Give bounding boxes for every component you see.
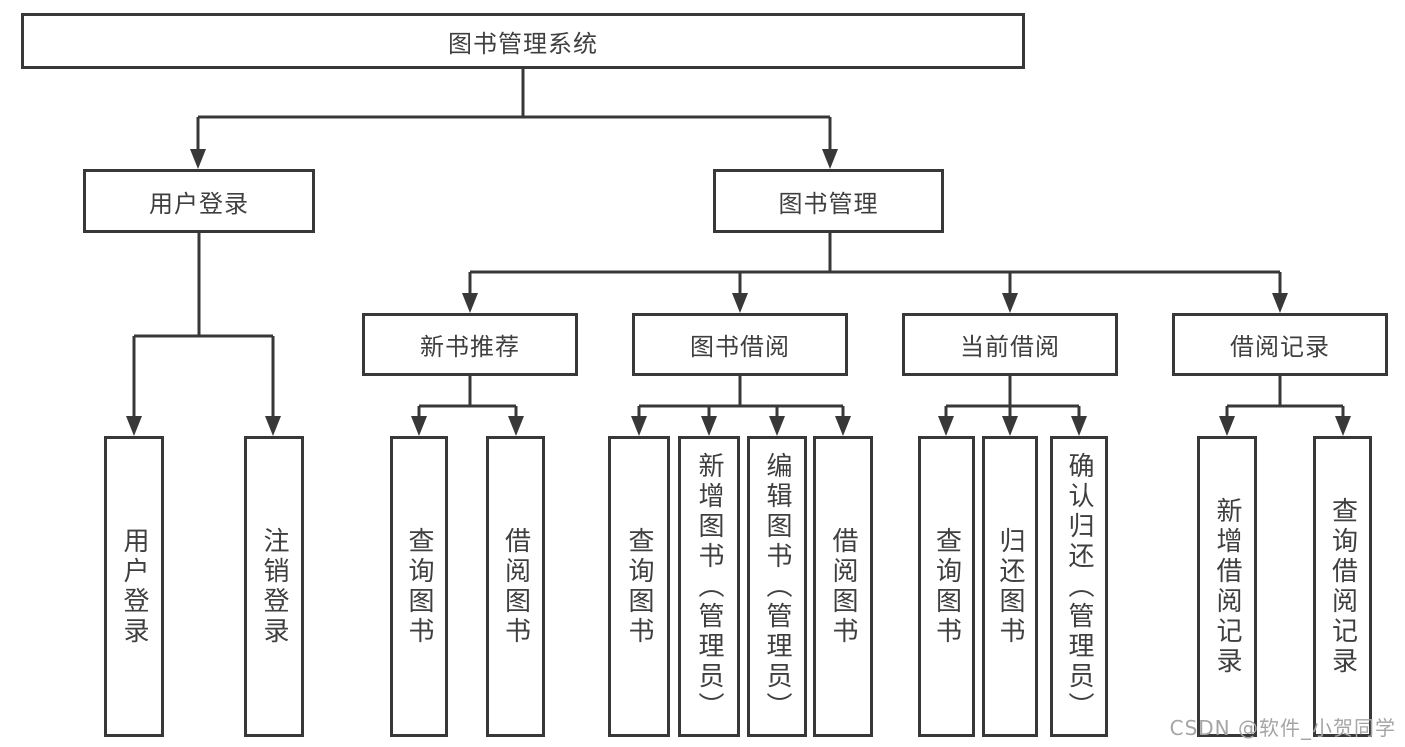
node-leaf-add-book-admin: 新增图书（管理员）: [678, 436, 740, 737]
leaf-label: 借阅图书: [828, 526, 858, 647]
leaf-label: 查询图书: [624, 526, 654, 647]
leaf-label: 确认归还（管理员）: [1064, 451, 1094, 722]
node-root-label: 图书管理系统: [448, 29, 598, 58]
leaf-label: 用户登录: [119, 526, 149, 647]
csdn-watermark: CSDN @软件_小贺同学: [1169, 716, 1396, 740]
node-leaf-confirm-return-admin: 确认归还（管理员）: [1050, 436, 1108, 737]
node-leaf-return-book: 归还图书: [982, 436, 1038, 737]
node-leaf-user-login: 用户登录: [104, 436, 164, 737]
leaf-label: 查询图书: [404, 526, 434, 647]
node-leaf-borrow-books: 借阅图书: [813, 436, 873, 737]
leaf-label: 新增借阅记录: [1212, 496, 1242, 677]
node-new-book-recommend: 新书推荐: [362, 313, 578, 376]
node-root: 图书管理系统: [21, 13, 1025, 69]
node-current-borrowing: 当前借阅: [902, 313, 1118, 376]
leaf-label: 新增图书（管理员）: [694, 451, 724, 722]
node-leaf-query-books-recommend: 查询图书: [390, 436, 448, 737]
node-user-login-label: 用户登录: [149, 189, 249, 218]
leaf-label: 归还图书: [995, 526, 1025, 647]
node-leaf-query-books-borrowing: 查询图书: [608, 436, 670, 737]
node-leaf-query-books-current: 查询图书: [918, 436, 975, 737]
node-book-borrowing-label: 图书借阅: [690, 333, 790, 361]
node-new-book-recommend-label: 新书推荐: [420, 333, 520, 361]
node-book-management: 图书管理: [713, 169, 944, 233]
leaf-label: 借阅图书: [500, 526, 531, 647]
node-book-borrowing: 图书借阅: [632, 313, 848, 376]
node-book-management-label: 图书管理: [778, 189, 879, 218]
leaf-label: 编辑图书（管理员）: [762, 451, 792, 722]
node-user-login: 用户登录: [83, 169, 315, 233]
node-leaf-logout: 注销登录: [244, 436, 304, 737]
node-current-borrowing-label: 当前借阅: [960, 333, 1060, 361]
leaf-label: 查询图书: [931, 526, 962, 647]
node-leaf-edit-book-admin: 编辑图书（管理员）: [747, 436, 807, 737]
node-borrowing-records: 借阅记录: [1172, 313, 1388, 376]
node-borrowing-records-label: 借阅记录: [1230, 333, 1330, 361]
leaf-label: 查询借阅记录: [1327, 496, 1358, 677]
node-leaf-query-borrow-record: 查询借阅记录: [1313, 436, 1372, 737]
node-leaf-add-borrow-record: 新增借阅记录: [1197, 436, 1257, 737]
leaf-label: 注销登录: [259, 526, 289, 647]
node-leaf-borrow-books-recommend: 借阅图书: [486, 436, 545, 737]
